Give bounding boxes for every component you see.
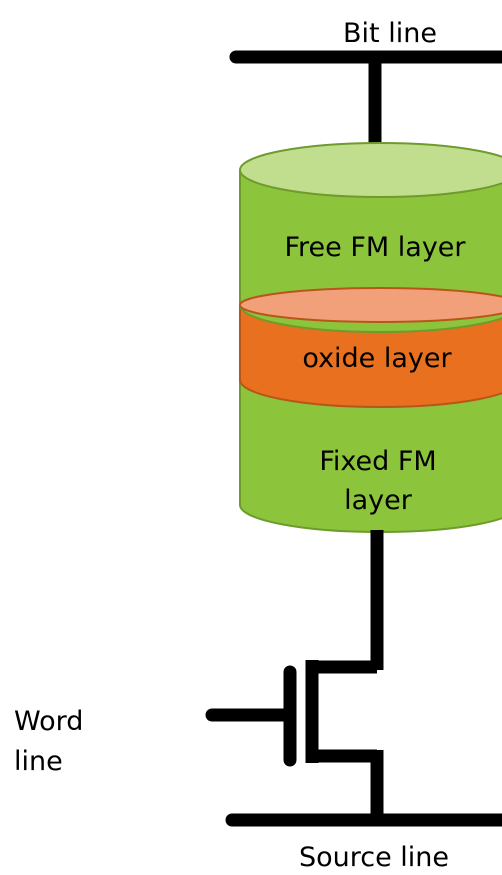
source-line-label: Source line xyxy=(299,842,449,873)
free-fm-layer-top xyxy=(239,142,502,198)
free-fm-layer-label: Free FM layer xyxy=(284,232,466,263)
fixed-fm-layer-body xyxy=(239,379,502,533)
fixed-fm-layer-label-line2: layer xyxy=(344,485,413,516)
oxide-layer-label: oxide layer xyxy=(302,343,452,374)
mtj-cylinder xyxy=(239,142,502,533)
fixed-fm-layer-label-line1: Fixed FM xyxy=(319,446,436,477)
word-line-label-line1: Word xyxy=(14,706,83,737)
transistor-icon xyxy=(283,660,384,818)
word-line-label-line2: line xyxy=(14,746,63,777)
bit-line-label: Bit line xyxy=(343,18,437,49)
oxide-layer-top xyxy=(239,287,502,323)
